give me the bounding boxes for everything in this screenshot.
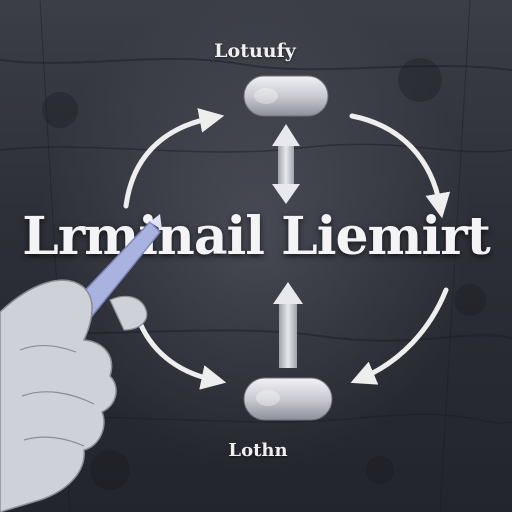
cylinder-icon xyxy=(243,377,333,421)
cylinder-icon xyxy=(243,75,329,117)
double-arrow-icon xyxy=(273,282,303,368)
double-arrow-icon xyxy=(272,124,300,204)
bottom-label: Lothn xyxy=(228,440,288,461)
top-label: Lotuufy xyxy=(214,40,296,62)
headline: Lrminail Liemirt xyxy=(22,206,490,267)
